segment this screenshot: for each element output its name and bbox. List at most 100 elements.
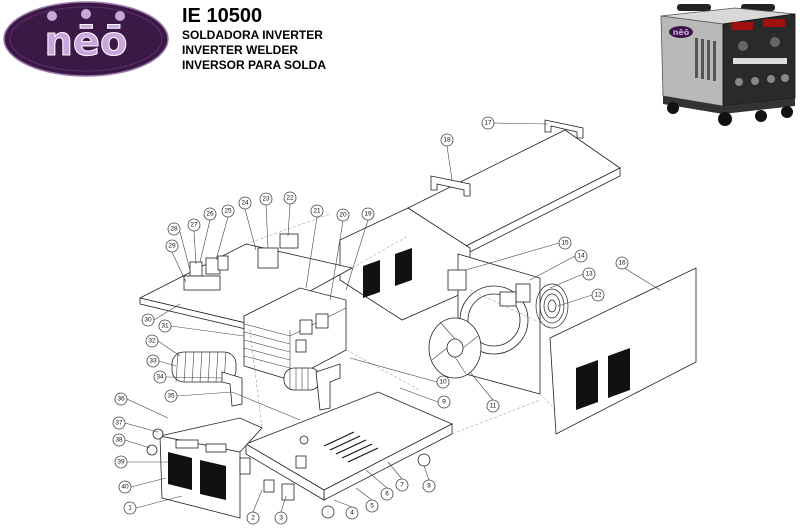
callout-circle	[203, 207, 217, 221]
handle-front	[430, 175, 471, 197]
callout-number: 19	[364, 211, 372, 218]
callout-25: 25	[221, 204, 235, 218]
callout-37: 37	[112, 416, 126, 430]
title-line-pt: INVERSOR PARA SOLDA	[182, 58, 327, 72]
leader-lines	[124, 122, 661, 513]
callout-19: 19	[361, 207, 375, 221]
callout-1: 1	[123, 501, 137, 515]
callout-number: 18	[443, 137, 451, 144]
callout-circle	[365, 499, 379, 513]
front-vents	[168, 452, 226, 500]
callout-circle	[114, 455, 128, 469]
callout-number: 34	[156, 374, 164, 381]
callout-11: 11	[486, 399, 500, 413]
callout-12: 12	[591, 288, 605, 302]
callout-number: 28	[170, 226, 178, 233]
callout-circle	[486, 399, 500, 413]
callout-40: 40	[118, 480, 132, 494]
callout-circle	[167, 222, 181, 236]
callout-27: 27	[187, 218, 201, 232]
callout-number: 27	[190, 222, 198, 229]
output-inductor	[171, 351, 243, 407]
callout-3: 3	[274, 511, 288, 525]
callout-15: 15	[558, 236, 572, 250]
callout-number: 31	[161, 323, 169, 330]
callout-circle	[146, 354, 160, 368]
callout-number: 4	[350, 510, 354, 517]
callout-number: 29	[168, 243, 176, 250]
callout-23: 23	[259, 192, 273, 206]
callout-31: 31	[158, 319, 172, 333]
callout-5: 5	[365, 499, 379, 513]
callout-number: 16	[618, 260, 626, 267]
callout-number: 17	[484, 120, 492, 127]
output-terminal	[239, 457, 251, 475]
callout-circle	[574, 249, 588, 263]
callout-circle	[380, 487, 394, 501]
callout-circle	[336, 208, 350, 222]
callout-number: 20	[339, 212, 347, 219]
callout-18: 18	[440, 133, 454, 147]
callout-17: 17	[481, 116, 495, 130]
callout-circle	[558, 236, 572, 250]
callout-13: 13	[582, 267, 596, 281]
callout-number: 10	[439, 379, 447, 386]
callout-2: 2	[246, 511, 260, 525]
callout-number: 7	[400, 482, 404, 489]
callout-24: 24	[238, 196, 252, 210]
callout-circle	[274, 511, 288, 525]
callout-6: 6	[380, 487, 394, 501]
callout-number: 2	[251, 515, 255, 522]
callout-circle	[310, 204, 324, 218]
callout-number: 36	[117, 396, 125, 403]
callout-16: 16	[615, 256, 629, 270]
callout-number: 26	[206, 211, 214, 218]
callout-35: 35	[164, 389, 178, 403]
pcb-relay	[279, 233, 299, 249]
callout-4: 4	[345, 506, 359, 520]
callout-28: 28	[167, 222, 181, 236]
callout-circle	[153, 370, 167, 384]
power-cable-coil	[535, 283, 569, 329]
callout-number: 22	[286, 195, 294, 202]
callout-circle	[283, 191, 297, 205]
handle-rear	[544, 119, 584, 139]
callout-30: 30	[141, 313, 155, 327]
product-photo: nēō	[655, 2, 798, 130]
callout-circle	[164, 389, 178, 403]
callout-circle	[345, 506, 359, 520]
callout-number: 5	[370, 503, 374, 510]
callout-number: 23	[262, 196, 270, 203]
callout-circle	[437, 395, 451, 409]
logo-wordmark: nēō	[44, 19, 127, 65]
callout-circle	[246, 511, 260, 525]
callout-circle	[145, 334, 159, 348]
callout-circle	[221, 204, 235, 218]
callout-10: 10	[436, 375, 450, 389]
callout-36: 36	[114, 392, 128, 406]
main-transformer	[283, 363, 341, 411]
callout-number: 12	[594, 292, 602, 299]
pcb-component	[189, 261, 203, 277]
cooling-fan	[428, 317, 482, 379]
callout-circle	[165, 239, 179, 253]
callout-circle	[238, 196, 252, 210]
callout-number: 40	[121, 484, 129, 491]
callout-number: 3	[279, 515, 283, 522]
svg-text:nēō: nēō	[673, 28, 690, 37]
callout-number: 13	[585, 271, 593, 278]
callout-circle	[112, 416, 126, 430]
callout-circle	[582, 267, 596, 281]
side-vents	[363, 248, 412, 298]
callout-circle	[440, 133, 454, 147]
callout-number: 33	[149, 358, 157, 365]
title-line-en: INVERTER WELDER	[182, 43, 299, 57]
callout-circle	[112, 433, 126, 447]
callout-26: 26	[203, 207, 217, 221]
callout-number: 8	[427, 483, 431, 490]
callout-number: 1	[128, 505, 132, 512]
back-cover-vents	[576, 348, 630, 410]
callout-38: 38	[112, 433, 126, 447]
callout-circle	[615, 256, 629, 270]
